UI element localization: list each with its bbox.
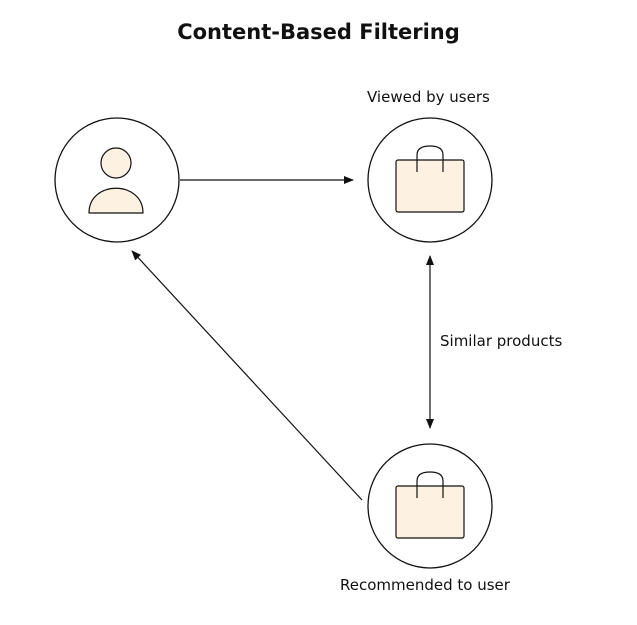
shopping-bag-icon	[395, 145, 465, 213]
shopping-bag-icon	[395, 471, 465, 539]
recommended-to-user-label: Recommended to user	[340, 576, 510, 594]
user-node	[54, 117, 180, 243]
user-icon	[88, 147, 144, 214]
viewed-by-users-label: Viewed by users	[367, 88, 490, 106]
recommended-product-node	[367, 443, 493, 569]
similar-products-label: Similar products	[440, 332, 563, 350]
arrow-recommended-to-user	[131, 250, 363, 501]
diagram-title: Content-Based Filtering	[177, 20, 460, 44]
viewed-product-node	[367, 117, 493, 243]
